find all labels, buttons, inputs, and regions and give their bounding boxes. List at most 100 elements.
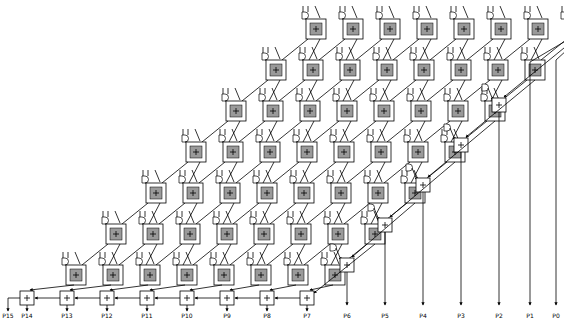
- adder-core: [304, 105, 316, 117]
- plus-symbol: [230, 190, 231, 196]
- wire: [30, 285, 74, 290]
- adder-box: [368, 183, 388, 203]
- and-gate: [219, 135, 226, 142]
- wire: [226, 211, 231, 223]
- adder-box: [374, 101, 394, 121]
- adder-core: [338, 146, 350, 158]
- wire: [500, 6, 505, 18]
- wire: [393, 39, 419, 60]
- adder-core: [264, 146, 276, 158]
- wire: [308, 6, 309, 12]
- adder-box: [294, 183, 314, 203]
- plus-symbol: [498, 67, 499, 73]
- plus-symbol: [273, 108, 274, 114]
- plus-symbol: [156, 190, 157, 196]
- adder-core: [70, 269, 82, 281]
- wire: [305, 47, 306, 53]
- and-gate: [102, 217, 109, 224]
- wire: [497, 47, 502, 59]
- adder-box: [491, 19, 511, 39]
- wire: [119, 244, 145, 265]
- and-gate: [413, 12, 420, 19]
- adder-box: [103, 265, 123, 285]
- wire: [269, 129, 274, 141]
- plus-symbol: [423, 182, 424, 188]
- adder-box: [66, 265, 86, 285]
- plus-symbol: [236, 108, 237, 114]
- adder-core: [147, 228, 159, 240]
- adder-box: [180, 224, 200, 244]
- product-bit-label: P9: [222, 312, 231, 319]
- wire: [343, 129, 348, 141]
- and-gate: [444, 94, 451, 101]
- wire: [374, 162, 385, 183]
- wire: [340, 170, 345, 182]
- adder-core: [310, 23, 322, 35]
- wire: [189, 162, 200, 183]
- wire: [453, 47, 454, 53]
- wire: [259, 170, 260, 176]
- and-gate: [373, 53, 380, 60]
- and-gate: [404, 135, 411, 142]
- adder-core: [190, 146, 202, 158]
- and-gate: [368, 204, 375, 211]
- wire: [276, 121, 302, 142]
- plus-symbol: [116, 231, 117, 237]
- adder-box: [180, 291, 194, 305]
- wire: [148, 170, 149, 176]
- wire: [147, 305, 148, 311]
- wire: [156, 244, 182, 265]
- wire: [235, 88, 240, 100]
- wire: [223, 203, 234, 224]
- wire: [423, 192, 424, 305]
- wire: [390, 162, 455, 217]
- wire: [279, 80, 305, 101]
- wire: [427, 80, 453, 101]
- wire: [304, 244, 330, 265]
- wire: [225, 129, 226, 135]
- plus-symbol: [384, 108, 385, 114]
- adder-core: [372, 187, 384, 199]
- plus-symbol: [344, 149, 345, 155]
- plus-symbol: [341, 190, 342, 196]
- and-gate: [250, 217, 257, 224]
- adder-core: [375, 146, 387, 158]
- plus-symbol: [107, 295, 108, 301]
- wire: [347, 272, 348, 305]
- adder-box: [454, 19, 474, 39]
- wire: [290, 252, 291, 258]
- product-bit-label: P10: [180, 312, 193, 319]
- adder-core: [110, 228, 122, 240]
- wire: [68, 252, 69, 258]
- plus-symbol: [427, 26, 428, 32]
- adder-box: [340, 60, 360, 80]
- adder-core: [415, 105, 427, 117]
- and-gate: [302, 12, 309, 19]
- wire: [267, 244, 293, 265]
- adder-box: [300, 291, 314, 305]
- adder-box: [223, 142, 243, 162]
- adder-core: [335, 187, 347, 199]
- wire: [467, 39, 493, 60]
- wire: [530, 39, 564, 305]
- wire: [490, 47, 491, 53]
- wire: [155, 170, 160, 182]
- plus-symbol: [424, 67, 425, 73]
- wire: [300, 211, 305, 223]
- and-gate: [299, 53, 306, 60]
- wire: [356, 39, 382, 60]
- plus-symbol: [67, 295, 68, 301]
- adder-core: [455, 64, 467, 76]
- and-gate: [482, 84, 489, 91]
- wire: [347, 162, 373, 183]
- and-gate: [401, 176, 407, 183]
- wire: [260, 252, 265, 264]
- and-gate: [290, 176, 296, 183]
- wire: [537, 6, 542, 18]
- plus-symbol: [385, 222, 386, 228]
- and-gate: [333, 94, 340, 101]
- wire: [420, 88, 425, 100]
- adder-box: [266, 60, 286, 80]
